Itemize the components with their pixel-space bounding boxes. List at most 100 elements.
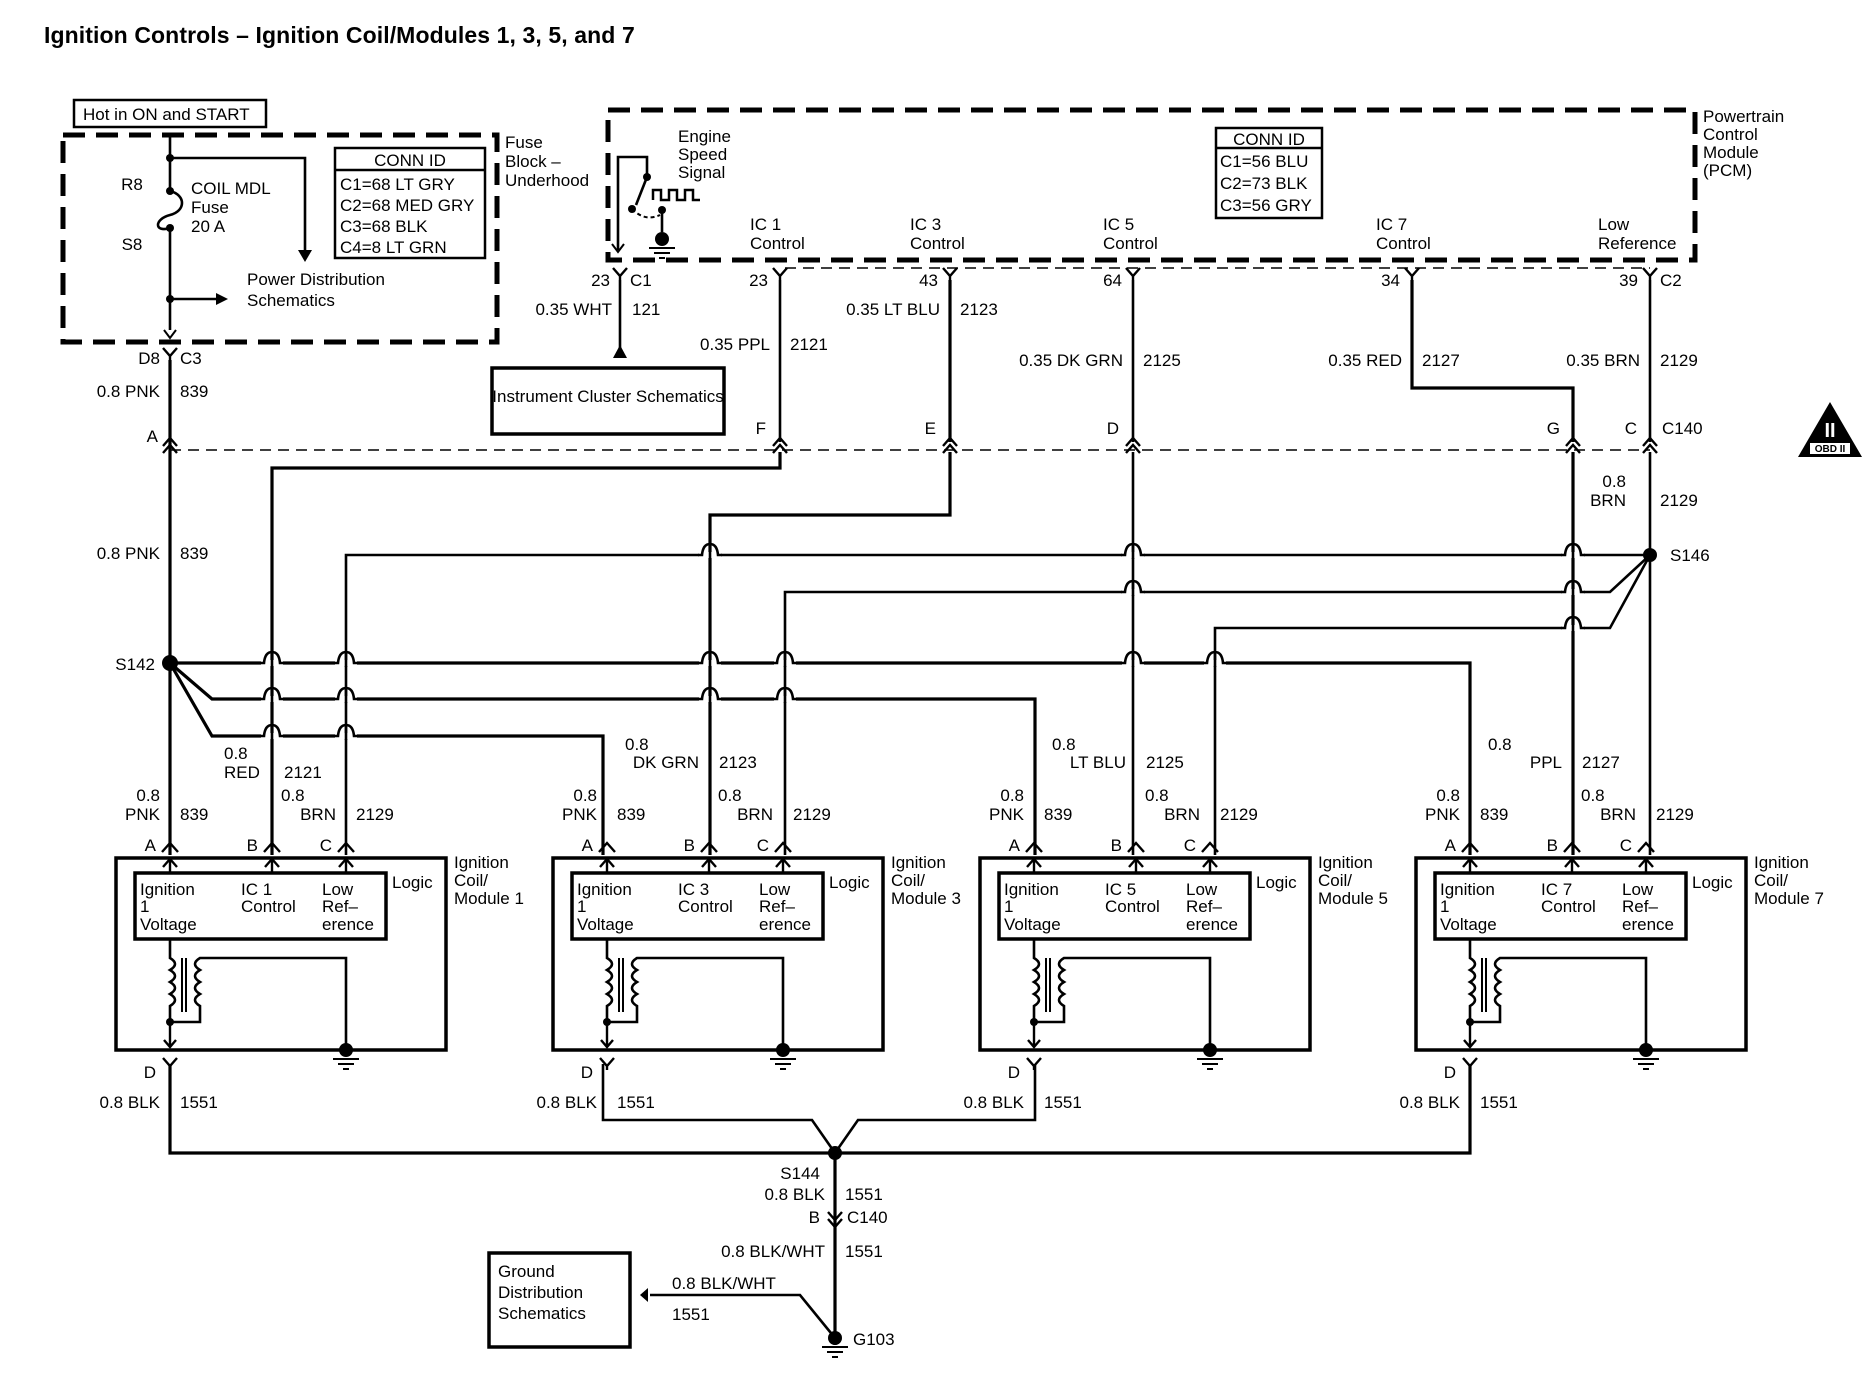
logic-box <box>570 871 825 941</box>
feed-wire-color: 0.8 PNK <box>97 382 161 401</box>
pcm-ic1-name-line1: IC 1 <box>750 215 781 234</box>
module-name-line1: Ignition <box>454 853 509 872</box>
ic3-pin: 43 <box>919 271 938 290</box>
pin-arrow-icon <box>598 857 616 874</box>
pcm-ic5-name-line1: IC 5 <box>1103 215 1134 234</box>
pin-c-label: C <box>757 836 769 855</box>
ign-voltage-line3: Voltage <box>1440 915 1497 934</box>
brn-wire-color: BRN <box>1600 805 1636 824</box>
c140-pin-a: A <box>147 427 159 446</box>
pin-d-label: D <box>581 1063 593 1082</box>
ign-voltage-line3: Voltage <box>577 915 634 934</box>
pnk-wire-size: 0.8 <box>136 786 160 805</box>
pnk-wire-size: 0.8 <box>1436 786 1460 805</box>
pcm-module: Powertrain Control Module (PCM) Engine S… <box>605 107 1784 263</box>
coil-secondary-icon <box>607 956 785 1048</box>
arrow-left-icon <box>640 1288 648 1302</box>
ign-voltage-line2: 1 <box>140 897 149 916</box>
pnk-wire-color: PNK <box>562 805 598 824</box>
power-source-label: Hot in ON and START <box>83 105 250 124</box>
ic-control-line1: IC 3 <box>678 880 709 899</box>
pcm-name-line1: Powertrain <box>1703 107 1784 126</box>
ctrl-wire-circuit: 2127 <box>1582 753 1620 772</box>
module-outer-box <box>978 856 1312 1052</box>
ground-distribution-box[interactable]: Ground Distribution Schematics <box>487 1251 632 1349</box>
lowref-line3: erence <box>322 915 374 934</box>
pnk-wire-circuit: 839 <box>1480 805 1508 824</box>
module-name-line1: Ignition <box>1754 853 1809 872</box>
coil-core-icon <box>181 958 187 1012</box>
brn-wire-size: 0.8 <box>281 786 305 805</box>
instrument-cluster-box[interactable]: Instrument Cluster Schematics <box>490 366 726 436</box>
pin-d-arrow-icon <box>1027 1022 1041 1049</box>
pcm-ic7-name-line1: IC 7 <box>1376 215 1407 234</box>
brn-wire-circuit: 2129 <box>356 805 394 824</box>
lowref-line1: Low <box>1186 880 1218 899</box>
svg-text:0.8: 0.8 <box>224 744 248 763</box>
ctrl-wire-size: 0.8 <box>625 735 649 754</box>
module-name-line2: Coil/ <box>1318 871 1352 890</box>
fuse-out-conn: C3 <box>180 349 202 368</box>
power-source-box: Hot in ON and START <box>72 98 268 129</box>
module-name-line3: Module 3 <box>891 889 961 908</box>
pin-arrow-icon <box>1025 857 1043 874</box>
ground-dist-link-line3[interactable]: Schematics <box>498 1304 586 1323</box>
s142-label: S142 <box>115 655 155 674</box>
c140-connector-icon <box>827 1211 843 1229</box>
pin-b-label: B <box>684 836 695 855</box>
pcm-lowref-name-line1: Low <box>1598 215 1630 234</box>
ic-control-line2: Control <box>241 897 296 916</box>
engine-speed-line2: Speed <box>678 145 727 164</box>
power-dist-line2: Schematics <box>247 291 335 310</box>
ground-dist-link-line1[interactable]: Ground <box>498 1262 555 1281</box>
lowref-line1: Low <box>1622 880 1654 899</box>
brn-wire-size: 0.8 <box>718 786 742 805</box>
ign-voltage-line3: Voltage <box>140 915 197 934</box>
engine-speed-line1: Engine <box>678 127 731 146</box>
pin-arrow-icon <box>1563 857 1581 874</box>
arrow-down-icon <box>298 250 312 262</box>
feed-wire-circuit: 839 <box>180 382 208 401</box>
brn-wire-size: 0.8 <box>1145 786 1169 805</box>
feed-wire-color-2: 0.8 PNK <box>97 544 161 563</box>
pin-c-label: C <box>1184 836 1196 855</box>
ic3-wire-color: 0.35 LT BLU <box>846 300 940 319</box>
ic-control-line1: IC 1 <box>241 880 272 899</box>
fuse-block-name-line1: Fuse <box>505 133 543 152</box>
s144-label: S144 <box>780 1164 820 1183</box>
pin-c-label: C <box>320 836 332 855</box>
obd-ii-badge-icon: OBD II II <box>1798 402 1862 457</box>
pcm-ic5-name-line2: Control <box>1103 234 1158 253</box>
pulse-signal-icon <box>651 188 700 202</box>
svg-text:C1=68 LT GRY: C1=68 LT GRY <box>340 175 455 194</box>
module-ground-icon <box>1196 1042 1224 1070</box>
ground-bus <box>168 1064 1472 1345</box>
wire-2123 <box>708 452 952 855</box>
wire-crossovers <box>260 542 1585 740</box>
pin-d-label: D <box>144 1063 156 1082</box>
pcm-ic1-name-line2: Control <box>750 234 805 253</box>
s142-branches <box>168 661 1472 855</box>
ign-voltage-line1: Ignition <box>140 880 195 899</box>
module-name-line2: Coil/ <box>454 871 488 890</box>
ic-control-line1: IC 5 <box>1105 880 1136 899</box>
brn-wire-color: BRN <box>300 805 336 824</box>
splice-s146 <box>1643 548 1657 562</box>
ctrl-wire-circuit: 2123 <box>719 753 757 772</box>
fuse-block-name-line2: Block – <box>505 152 561 171</box>
ground-dist-link-line2[interactable]: Distribution <box>498 1283 583 1302</box>
brn-wire-circuit: 2129 <box>1656 805 1694 824</box>
coil-primary-icon <box>167 939 177 1022</box>
svg-text:C3=68 BLK: C3=68 BLK <box>340 217 428 236</box>
c140-pin-d: D <box>1107 419 1119 438</box>
fuse-out-label: S8 <box>122 235 143 254</box>
instrument-cluster-link[interactable]: Instrument Cluster Schematics <box>492 387 723 406</box>
fuse-block-conn-id-table: CONN ID C1=68 LT GRY C2=68 MED GRY C3=68… <box>333 146 487 260</box>
pin-arrow-icon <box>1461 857 1479 874</box>
gnd-wire-color: 0.8 BLK <box>537 1093 598 1112</box>
engine-speed-switch-icon <box>611 155 700 259</box>
brn-wire-color: BRN <box>737 805 773 824</box>
pin-d-label: D <box>1008 1063 1020 1082</box>
